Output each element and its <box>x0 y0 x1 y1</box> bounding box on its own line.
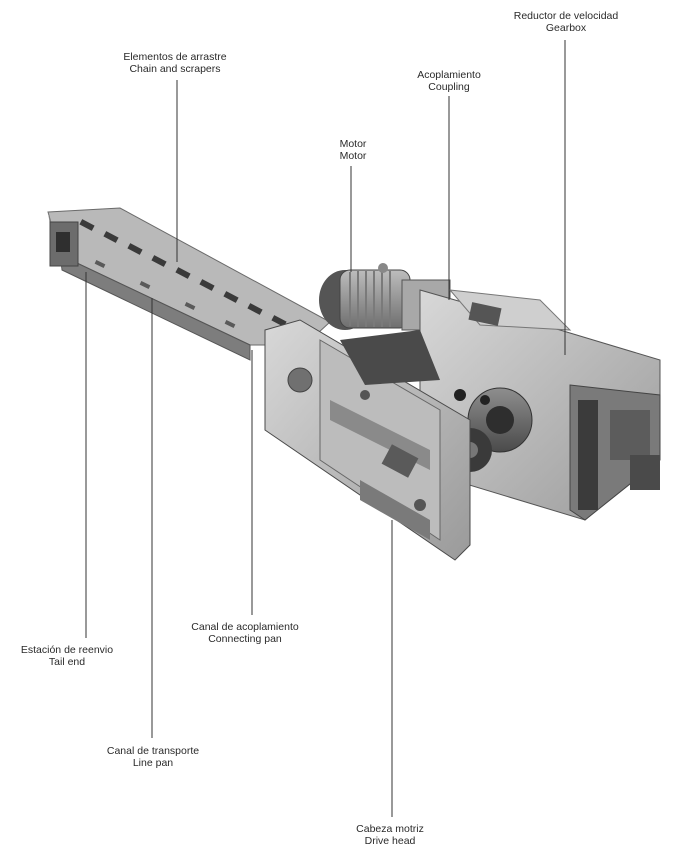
label-gearbox-en: Gearbox <box>545 22 587 34</box>
label-connecting-pan: Canal de acoplamiento Connecting pan <box>170 621 320 645</box>
label-coupling-es: Acoplamiento <box>417 69 481 81</box>
label-line-es: Canal de transporte <box>106 745 200 757</box>
label-coupling-en: Coupling <box>428 81 470 93</box>
label-drive-en: Drive head <box>364 835 416 847</box>
label-gearbox: Reductor de velocidad Gearbox <box>496 10 636 34</box>
drive-head-frame <box>264 319 490 561</box>
label-drive-es: Cabeza motriz <box>356 823 424 835</box>
label-drive-head: Cabeza motriz Drive head <box>330 823 450 847</box>
label-connecting-es: Canal de acoplamiento <box>191 621 299 633</box>
label-gearbox-es: Reductor de velocidad <box>513 10 619 22</box>
label-coupling: Acoplamiento Coupling <box>394 69 504 93</box>
label-tail-es: Estación de reenvio <box>20 644 114 656</box>
label-motor-es: Motor <box>339 138 367 150</box>
label-motor: Motor Motor <box>318 138 388 162</box>
label-motor-en: Motor <box>339 150 367 162</box>
label-line-en: Line pan <box>132 757 174 769</box>
tail-end-block <box>49 221 79 267</box>
label-tail-end: Estación de reenvio Tail end <box>2 644 132 668</box>
line-pan-trough <box>47 207 331 361</box>
label-chain-and-scrapers: Elementos de arrastre Chain and scrapers <box>100 51 250 75</box>
label-line-pan: Canal de transporte Line pan <box>83 745 223 769</box>
leader-lines <box>85 40 566 817</box>
motor-body <box>319 263 451 331</box>
label-tail-en: Tail end <box>48 656 86 668</box>
label-chain-es: Elementos de arrastre <box>123 51 227 63</box>
label-connecting-en: Connecting pan <box>208 633 282 645</box>
label-chain-en: Chain and scrapers <box>129 63 221 75</box>
